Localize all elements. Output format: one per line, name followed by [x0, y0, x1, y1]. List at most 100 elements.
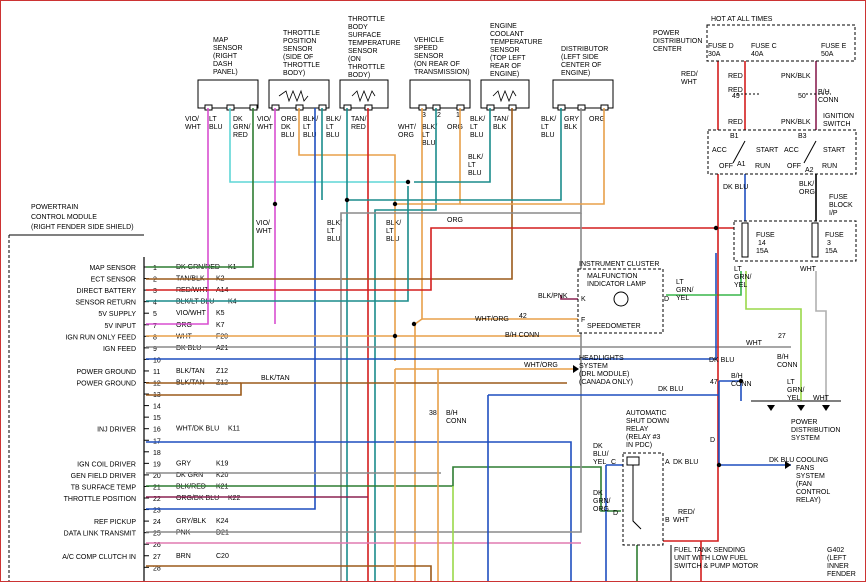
tbst-w3: BLU — [326, 132, 340, 139]
dist-w6: ORG — [589, 116, 605, 123]
pds-title-2: DISTRIBUTION — [791, 427, 840, 434]
vss-label-4: (ON REAR OF — [414, 61, 460, 68]
fb-title-1: FUSE — [829, 194, 848, 201]
pcm-pin-label: GEN FIELD DRIVER — [71, 473, 136, 480]
cool-3: SYSTEM — [796, 473, 825, 480]
f14-label: FUSE — [756, 232, 775, 239]
mil-2: INDICATOR LAMP — [587, 281, 646, 288]
pcm-pin-circuit: K11 — [228, 426, 240, 433]
pcm-pin-circuit: K22 — [228, 495, 241, 502]
pcm-pin-label: IGN FEED — [103, 346, 136, 353]
ect-w2: LT — [470, 124, 478, 131]
asd-dgo-2: GRN/ — [593, 498, 611, 505]
dist-label-1: DISTRIBUTOR — [561, 46, 608, 53]
pcm-pin-number: 11 — [153, 369, 160, 376]
asd-dkblu-2: DK BLU — [769, 457, 794, 464]
pcm-pin-label: DIRECT BATTERY — [76, 288, 136, 295]
vss-pin-2: 2 — [437, 112, 441, 119]
pcm-pin-label: REF PICKUP — [94, 519, 136, 526]
ign-start-2: START — [823, 147, 846, 154]
map-label-2: SENSOR — [213, 45, 243, 52]
tps-w1: VIO/ — [257, 116, 271, 123]
pcm-title-3: (RIGHT FENDER SIDE SHIELD) — [31, 224, 134, 231]
ect-w6: BLK/ — [468, 154, 483, 161]
wire-map-grnred — [146, 108, 254, 268]
conn-50: 50 — [798, 93, 806, 100]
pcm-pin-label: MAP SENSOR — [89, 265, 136, 272]
pcm-title-2: CONTROL MODULE — [31, 214, 97, 221]
dist-w1: BLK/ — [541, 116, 556, 123]
tps-w5: BLU — [281, 132, 295, 139]
pdc-pnkblk: PNK/BLK — [781, 73, 811, 80]
asd-b: B — [665, 517, 670, 524]
fuse-block-ip: FUSE BLOCK I/P FUSE 14 15A FUSE 3 15A LT… — [733, 194, 857, 289]
map-w5: DK — [233, 116, 243, 123]
pcm-pin-label: THROTTLE POSITION — [64, 496, 136, 503]
pdc-red-3: RED — [728, 119, 743, 126]
fb-title-2: BLOCK — [829, 202, 853, 209]
map-w1: VIO/ — [185, 116, 199, 123]
conn-47: 47 — [710, 379, 718, 386]
ect-label-6: REAR OF — [490, 63, 521, 70]
pcm-pin-label: ECT SENSOR — [91, 277, 136, 284]
g402-1: G402 — [827, 547, 844, 554]
ect-w3: BLU — [470, 132, 484, 139]
cluster-k: K — [581, 296, 586, 303]
blk-lt-blu-a2: LT — [327, 228, 335, 235]
pds-title-1: POWER — [791, 419, 817, 426]
dist-w4: GRY — [564, 116, 579, 123]
pcm-pin-wire-color: DK BLU — [176, 345, 201, 352]
pcm-pin-wire-color: BRN — [176, 553, 191, 560]
tbst-label-2: BODY — [348, 24, 368, 31]
vio-wht-2: WHT — [256, 228, 273, 235]
pcm-pin-number: 19 — [153, 461, 161, 468]
pds-dkblu: DK BLU — [709, 357, 734, 364]
fuse-c-label: FUSE C — [751, 43, 777, 50]
pcm-pin-circuit: K20 — [216, 472, 229, 479]
pcm-pin-number: 24 — [153, 519, 161, 526]
org-label: ORG — [447, 217, 463, 224]
wire-dist-gry — [340, 108, 582, 581]
pdc-red-2: RED — [728, 87, 743, 94]
asd-dgo-3: ORG — [593, 506, 609, 513]
tps-sensor: THROTTLE POSITION SENSOR (SIDE OF THROTT… — [268, 30, 330, 109]
pcm-pin-circuit: K7 — [216, 322, 225, 329]
hl-wire: WHT/ORG — [524, 362, 558, 369]
tbst-label-5: SENSOR — [348, 48, 378, 55]
cooling-fans-system: COOLING FANS SYSTEM (FAN CONTROL RELAY) — [785, 457, 830, 504]
pdc-title-2: DISTRIBUTION — [653, 38, 702, 45]
hl-2: SYSTEM — [579, 363, 608, 370]
pcm-pin-number: 15 — [153, 415, 161, 422]
wire-map-ltblu — [229, 108, 408, 183]
fuel-1: FUEL TANK SENDING — [674, 547, 745, 554]
headlights-system: HEADLIGHTS SYSTEM (DRL MODULE) (CANADA O… — [261, 355, 633, 425]
asd-rw-1: RED/ — [678, 509, 695, 516]
wire-vss-blkltblu — [374, 108, 437, 581]
pcm-pin-circuit: C20 — [216, 553, 229, 560]
tbst-label-7: THROTTLE — [348, 64, 385, 71]
map-w2: WHT — [185, 124, 202, 131]
wire-dist-blkltblu — [347, 108, 562, 201]
blk-tan-label: BLK/TAN — [261, 375, 290, 382]
pcm-pin-wire-color: PNK — [176, 530, 191, 537]
ign-run-2: RUN — [822, 163, 837, 170]
pcm-pin-number: 14 — [153, 404, 161, 411]
wire-dist-org — [460, 108, 605, 205]
tps-label-1: THROTTLE — [283, 30, 320, 37]
pds-bh-2: CONN — [731, 381, 752, 388]
tbst-w2: LT — [326, 124, 334, 131]
asd-c: C — [611, 459, 616, 466]
dkblu-label: DK BLU — [658, 386, 683, 393]
vss-w3: BLK/ — [422, 124, 437, 131]
hl-1: HEADLIGHTS — [579, 355, 624, 362]
pdc-bh-2: CONN — [818, 97, 839, 104]
tps-label-6: BODY) — [283, 70, 305, 77]
asd-dby-1: DK — [593, 443, 603, 450]
pcm-pin-label: SENSOR RETURN — [75, 300, 136, 307]
pcm-pin-number: 8 — [153, 334, 157, 341]
cluster-d: D — [664, 296, 669, 303]
fb-w1-2: GRN/ — [734, 274, 752, 281]
dist-label-4: ENGINE) — [561, 70, 590, 77]
ect-w7: LT — [468, 162, 476, 169]
wire-tps-dkblu — [146, 108, 316, 510]
